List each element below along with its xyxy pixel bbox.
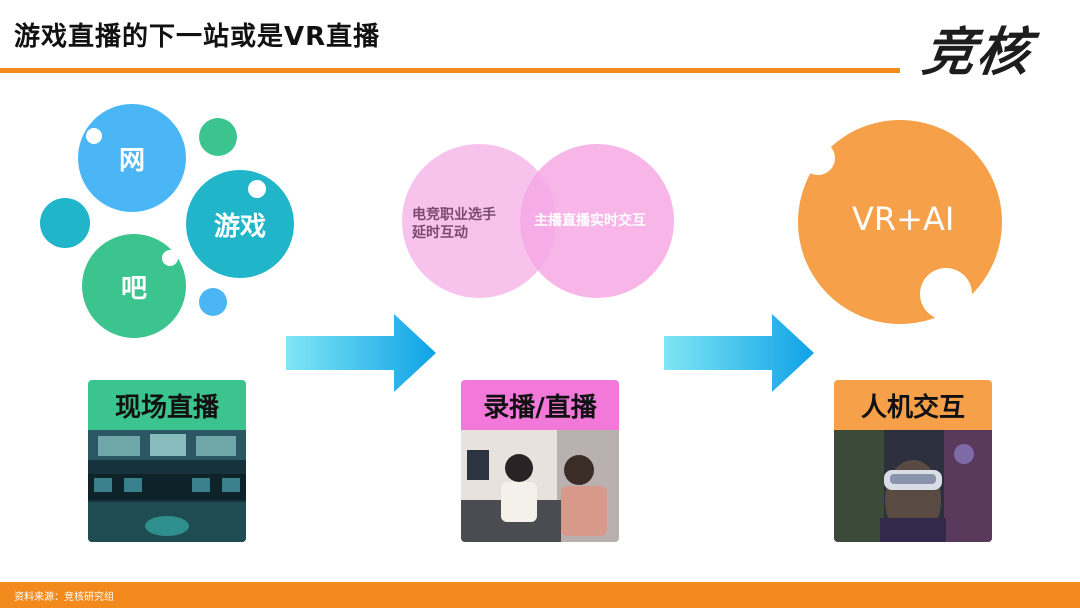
page-title: 游戏直播的下一站或是VR直播: [14, 22, 381, 52]
venn-left-line2: 延时互动: [412, 225, 468, 241]
venn-right-circle: [520, 144, 674, 298]
brand-logo: 竞核: [919, 23, 1036, 83]
bubble-small-green-top: [199, 118, 237, 156]
bubble-youxi: 游戏: [186, 170, 294, 278]
stage-photo-vr: [834, 430, 992, 542]
future-label: VR+AI: [852, 200, 955, 238]
stage-photo-streamers: [461, 430, 619, 542]
header-divider: [0, 68, 900, 73]
bubble-youxi-label: 游戏: [213, 211, 266, 242]
bubble-highlight: [162, 250, 178, 266]
footer-source: 资料来源：竞核研究组: [14, 592, 114, 603]
footer-band: [0, 582, 1080, 608]
bubble-highlight: [248, 180, 266, 198]
bubble-highlight: [86, 128, 102, 144]
venn-right-text: 主播直播实时交互: [534, 213, 646, 229]
venn-left-line1: 电竞职业选手: [412, 207, 496, 223]
stage-label-live: 现场直播: [88, 380, 246, 430]
bubble-small-blue-bottom: [199, 288, 227, 316]
bubble-wang-label: 网: [118, 145, 145, 176]
bubble-ba-label: 吧: [120, 273, 147, 304]
arrow-right-icon: [286, 314, 436, 392]
stage-photo-arena: [88, 430, 246, 542]
arrow-right-icon: [664, 314, 814, 392]
stage-label-recorded: 录播/直播: [461, 380, 619, 430]
stage-label-hci: 人机交互: [834, 380, 992, 430]
bubble-wang: 网: [78, 104, 186, 212]
future-circle: [798, 120, 1002, 324]
bubble-small-teal-left: [40, 198, 90, 248]
venn-left-text: 电竞职业选手 延时互动: [412, 206, 496, 242]
